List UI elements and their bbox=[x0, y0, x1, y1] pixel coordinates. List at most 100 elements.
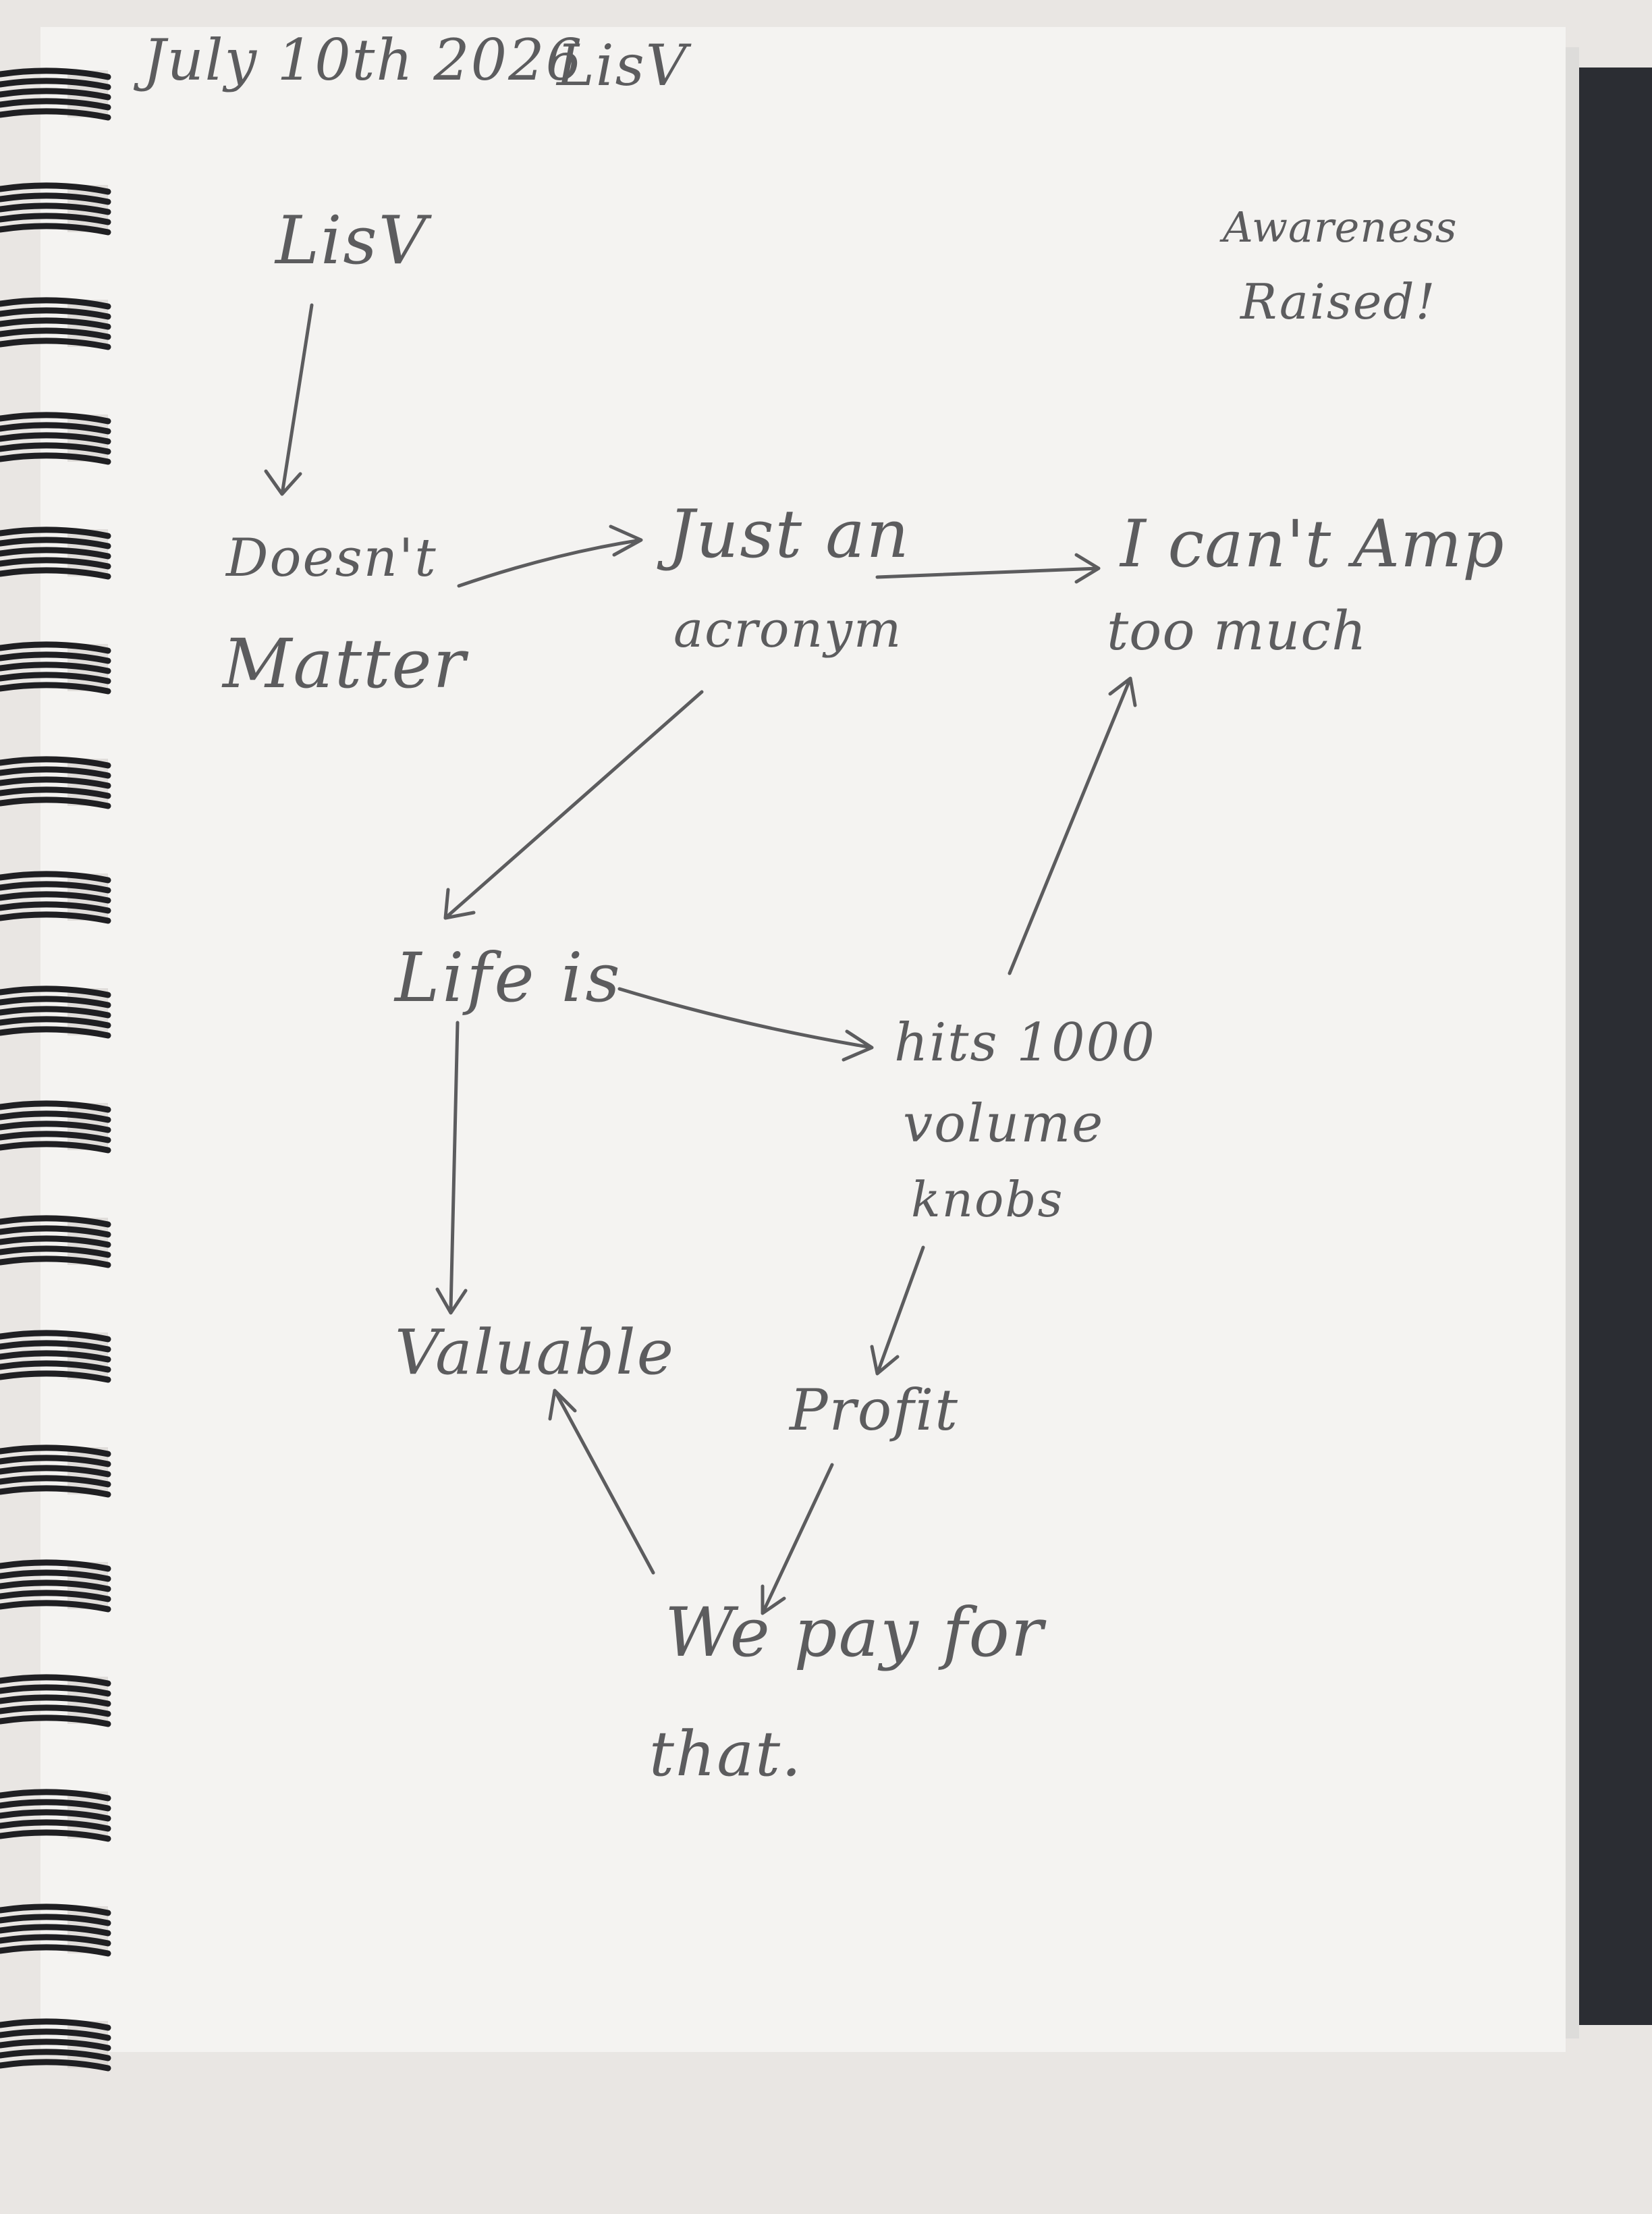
spiral-coil bbox=[0, 537, 111, 549]
node-acronym-line2: acronym bbox=[673, 601, 903, 659]
node-profit: Profit bbox=[790, 1377, 959, 1443]
spiral-coil bbox=[0, 1914, 111, 1926]
spiral-coil bbox=[0, 338, 111, 350]
spiral-coil bbox=[0, 1215, 111, 1228]
arrow-acronym-to-cant-amp bbox=[875, 553, 1101, 584]
arrow-life-is-to-valuable bbox=[435, 1021, 468, 1315]
spiral-coil bbox=[0, 1559, 111, 1572]
spiral-coil bbox=[0, 412, 111, 425]
spiral-coil bbox=[0, 1569, 111, 1582]
node-cant-amp-line1: I can't Amp bbox=[1120, 506, 1505, 582]
spiral-coil bbox=[0, 672, 111, 684]
arrow-lisv-to-doesnt-matter bbox=[264, 303, 314, 496]
spiral-coil bbox=[0, 1714, 111, 1727]
arrow-hits-1000-to-cant-amp bbox=[1008, 676, 1137, 975]
spiral-coil bbox=[0, 1006, 111, 1019]
header-date: July 10th 2026 bbox=[143, 27, 584, 93]
node-we-pay-line2: that. bbox=[649, 1718, 803, 1790]
spiral-coil bbox=[0, 108, 111, 121]
spiral-coil bbox=[0, 78, 111, 90]
spiral-coil bbox=[0, 452, 111, 465]
spiral-coil bbox=[0, 327, 111, 340]
node-cant-amp-line2: too much bbox=[1107, 599, 1367, 662]
spiral-coil bbox=[0, 1600, 111, 1613]
arrow-acronym-to-life-is bbox=[443, 690, 704, 920]
spiral-coil bbox=[0, 756, 111, 769]
spiral-coil bbox=[0, 2018, 111, 2031]
spiral-coil bbox=[0, 213, 111, 225]
spiral-coil bbox=[0, 1934, 111, 1947]
node-doesnt-matter-line1: Doesn't bbox=[226, 528, 437, 589]
spiral-coil bbox=[0, 1131, 111, 1143]
spiral-coil bbox=[0, 1924, 111, 1937]
spiral-coil bbox=[0, 2049, 111, 2061]
spiral-coil bbox=[0, 881, 111, 894]
spiral-coil bbox=[0, 871, 111, 884]
spiral-coil bbox=[0, 432, 111, 445]
spiral-coil bbox=[0, 557, 111, 570]
spiral-coil bbox=[0, 567, 111, 580]
spiral-coil bbox=[0, 98, 111, 111]
spiral-coil bbox=[0, 796, 111, 809]
spiral-coil bbox=[0, 1590, 111, 1602]
arrow-life-is-to-hits-1000 bbox=[617, 987, 874, 1062]
notebook-page bbox=[40, 27, 1566, 2052]
spiral-coil bbox=[0, 1904, 111, 1916]
header-author: LisV bbox=[557, 32, 688, 99]
spiral-coil bbox=[0, 1455, 111, 1467]
spiral-coil bbox=[0, 901, 111, 914]
spiral-coil bbox=[0, 68, 111, 80]
spiral-coil bbox=[0, 1110, 111, 1123]
spiral-coil bbox=[0, 1485, 111, 1498]
spiral-coil bbox=[0, 422, 111, 435]
spiral-coil bbox=[0, 182, 111, 195]
spiral-coil bbox=[0, 996, 111, 1008]
node-acronym-line1: Just an bbox=[668, 496, 910, 573]
spiral-coil bbox=[0, 776, 111, 789]
spiral-coil bbox=[0, 786, 111, 799]
spiral-coil bbox=[0, 1330, 111, 1343]
spiral-coil bbox=[0, 1256, 111, 1268]
spiral-coil bbox=[0, 986, 111, 998]
notebook-cover bbox=[1572, 68, 1652, 2025]
spiral-coil bbox=[0, 682, 111, 695]
spiral-coil bbox=[0, 1340, 111, 1353]
spiral-coil bbox=[0, 662, 111, 674]
node-life-is: Life is bbox=[395, 938, 623, 1017]
spiral-coil bbox=[0, 526, 111, 539]
spiral-coil bbox=[0, 297, 111, 310]
spiral-coil bbox=[0, 1944, 111, 1957]
spiral-coil bbox=[0, 651, 111, 664]
spiral-coil bbox=[0, 1016, 111, 1029]
spiral-coil bbox=[0, 1694, 111, 1707]
node-doesnt-matter-line2: Matter bbox=[223, 624, 467, 703]
arrow-layer bbox=[264, 303, 1137, 1615]
spiral-coil bbox=[0, 891, 111, 904]
spiral-coil bbox=[0, 88, 111, 101]
spiral-coil bbox=[0, 766, 111, 779]
arrow-hits-1000-to-profit bbox=[870, 1245, 925, 1376]
spiral-coil bbox=[0, 202, 111, 215]
spiral-coil bbox=[0, 911, 111, 924]
spiral-coil bbox=[0, 1475, 111, 1488]
spiral-coil bbox=[0, 1580, 111, 1592]
spiral-coil bbox=[0, 1799, 111, 1812]
spiral-coil bbox=[0, 1141, 111, 1154]
spiral-coil bbox=[0, 1350, 111, 1363]
node-valuable: Valuable bbox=[395, 1316, 676, 1388]
spiral-coil bbox=[0, 1120, 111, 1133]
arrow-doesnt-matter-to-acronym bbox=[457, 524, 643, 588]
spiral-coil bbox=[0, 223, 111, 236]
spiral-coil bbox=[0, 1789, 111, 1802]
spiral-coil bbox=[0, 1829, 111, 1842]
spiral-coil bbox=[0, 1684, 111, 1697]
spiral-coil bbox=[0, 1704, 111, 1717]
spiral-coil bbox=[0, 192, 111, 205]
node-lisv: LisV bbox=[275, 202, 428, 279]
spiral-coil bbox=[0, 442, 111, 455]
spiral-coil bbox=[0, 547, 111, 560]
spiral-coil bbox=[0, 1225, 111, 1238]
spiral-coil bbox=[0, 1819, 111, 1832]
spiral-coil bbox=[0, 1674, 111, 1687]
